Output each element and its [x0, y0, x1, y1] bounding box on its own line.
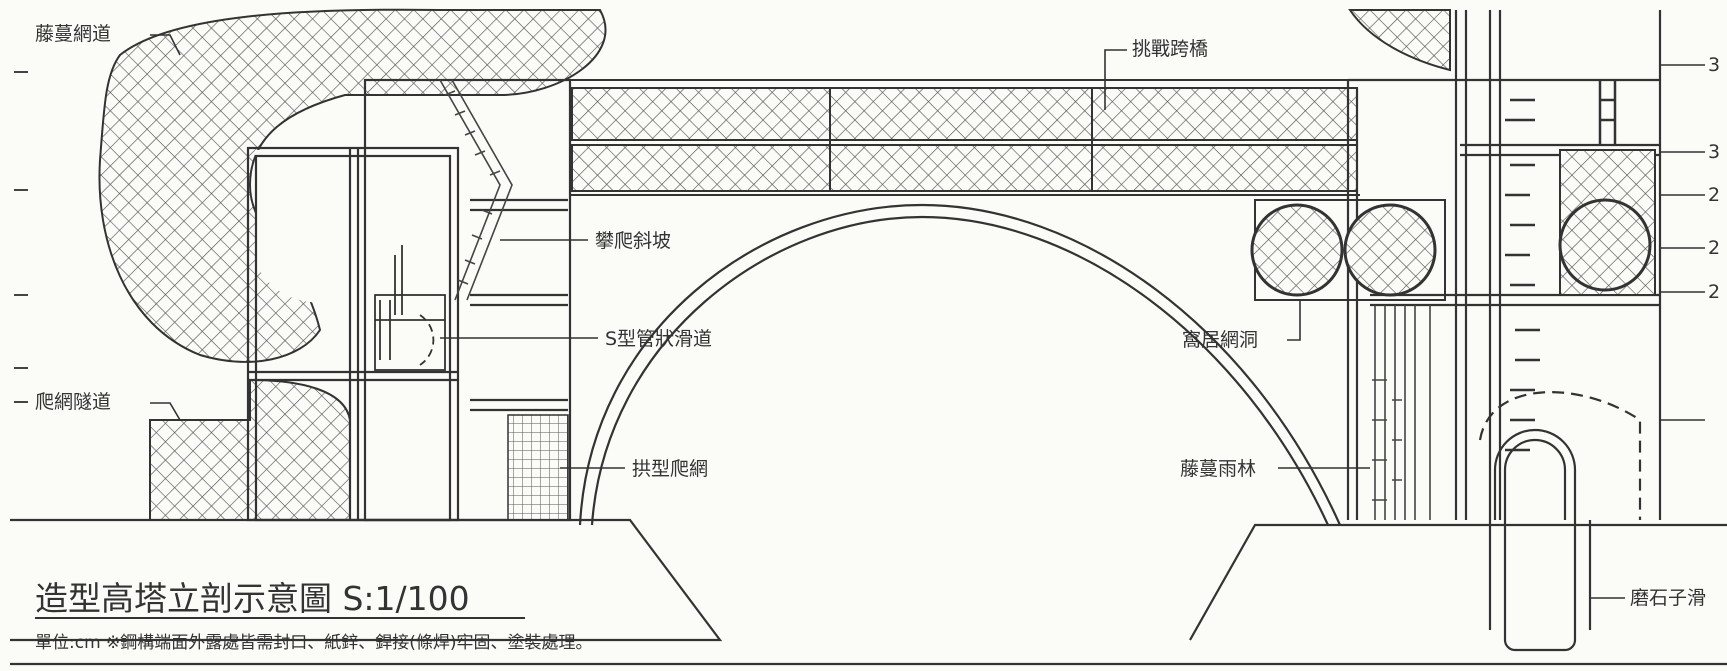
cut-mark-2c: 2	[1708, 281, 1720, 303]
left-margin-ticks	[14, 71, 28, 403]
ladder-rungs	[1505, 80, 1617, 452]
challenge-bridge	[570, 79, 1360, 196]
hermit-net-holes	[1250, 199, 1446, 301]
label-stone-slide: 磨石子滑	[1630, 587, 1706, 609]
right-tower-frame	[1346, 10, 1662, 520]
cut-mark-3a: 3	[1708, 54, 1720, 76]
leader-lines	[150, 34, 1705, 599]
vine-rainforest-lines	[1372, 305, 1431, 520]
label-arch-net: 拱型爬網	[632, 458, 708, 480]
climbing-slope	[439, 79, 513, 301]
cut-mark-2b: 2	[1708, 237, 1720, 259]
label-vine-net: 藤蔓網道	[35, 23, 111, 45]
ground	[10, 518, 1727, 666]
top-right-net-shape	[1348, 9, 1451, 72]
s-tube-slide	[374, 245, 446, 371]
label-s-tube-slide: S型管狀滑道	[605, 328, 712, 350]
cut-mark-3b: 3	[1708, 141, 1720, 163]
label-climbing-slope: 攀爬斜坡	[595, 230, 671, 252]
arch-net-grid	[507, 414, 569, 521]
main-arch	[578, 203, 1342, 526]
stone-slide	[1478, 391, 1642, 652]
label-vine-rainforest: 藤蔓雨林	[1180, 458, 1256, 480]
label-hermit-net-hole: 窩居網洞	[1182, 329, 1258, 351]
label-challenge-bridge: 挑戰跨橋	[1132, 38, 1208, 60]
climb-net-tunnel-shape	[149, 378, 351, 521]
vine-net-shape	[98, 8, 607, 363]
label-climb-net-tunnel: 爬網隧道	[35, 391, 111, 413]
drawing-title: 造型高塔立剖示意圖 S:1/100	[35, 579, 470, 618]
drawing-note: 單位:cm ※鋼構端面外露處皆需封口、紙鋅、銲接(條焊)牢固、塗裝處理。	[35, 632, 593, 653]
cut-mark-2a: 2	[1708, 184, 1720, 206]
